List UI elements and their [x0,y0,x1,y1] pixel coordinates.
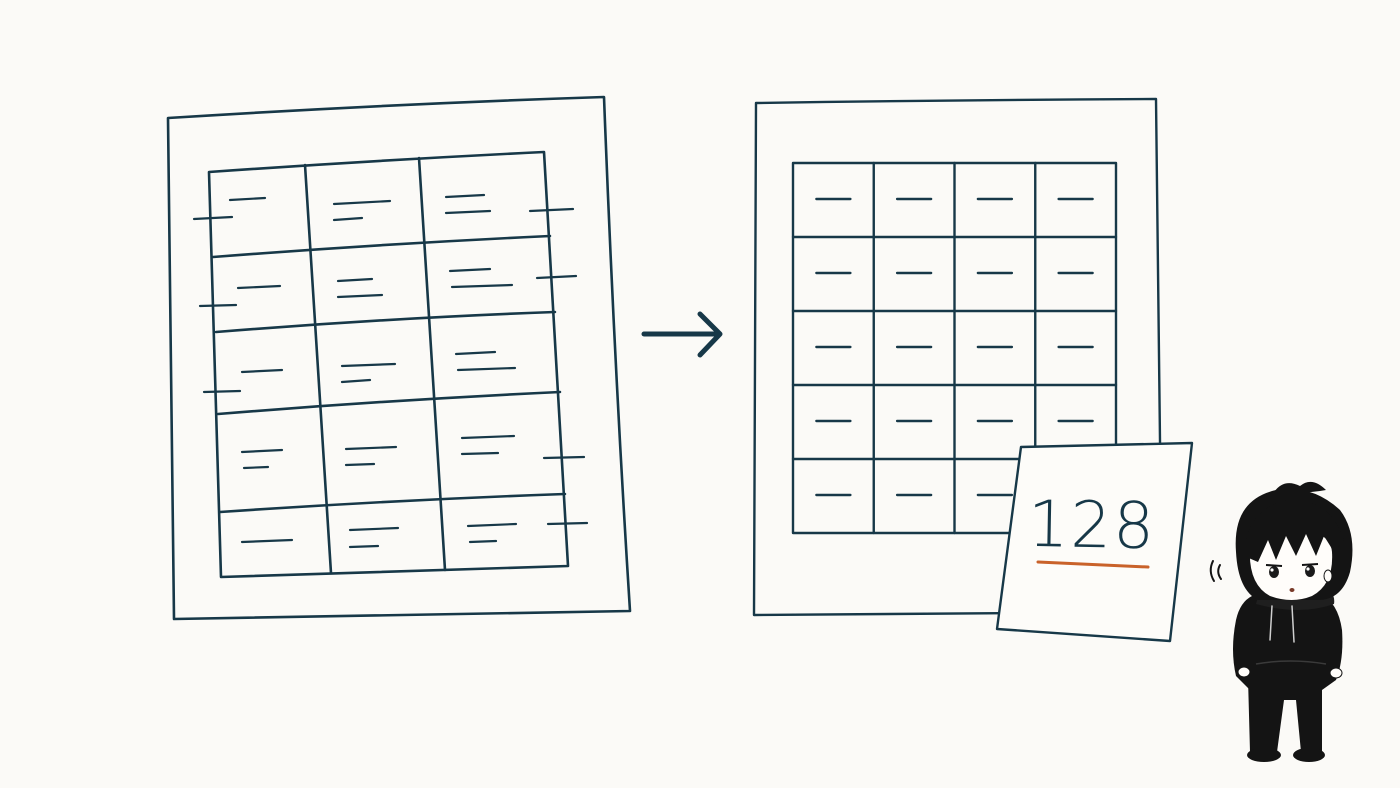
messy-document-page [166,95,632,621]
messy-table-col-divider [417,156,447,572]
figure-legs [1248,678,1322,752]
sound-wave-icon [1209,560,1222,582]
messy-table-col-divider [303,163,333,575]
result-card-paper [995,441,1194,643]
figure-hand-right [1329,667,1343,679]
person-in-black-hoodie [1209,481,1353,762]
messy-table-row-divider [214,310,557,334]
messy-table-row-divider [211,234,552,259]
result-card-underline [1036,560,1150,569]
messy-cell-text-marks [228,193,518,549]
hoodie-drawstrings [1269,605,1295,643]
figure-hair-bangs [1244,499,1344,562]
messy-table-row-divider [216,390,562,416]
messy-table-row-divider [218,492,567,514]
figure-hand-left [1237,666,1251,678]
hoodie-pocket [1255,660,1327,665]
figure-shoe-left [1247,748,1281,762]
figure-eyes [1265,563,1319,578]
messy-table-frame [207,150,570,579]
right-arrow-icon [641,311,723,358]
figure-hair-tuft [1274,481,1326,493]
messy-overflow-marks [192,207,589,526]
messy-document [166,95,632,621]
result-card-value: 128 [1027,488,1156,564]
figure-shoe-right [1293,748,1325,762]
figure-mouth [1289,588,1295,592]
result-card: 128 [995,441,1194,643]
figure-ear [1323,569,1333,583]
figure-hoodie [1233,591,1343,690]
